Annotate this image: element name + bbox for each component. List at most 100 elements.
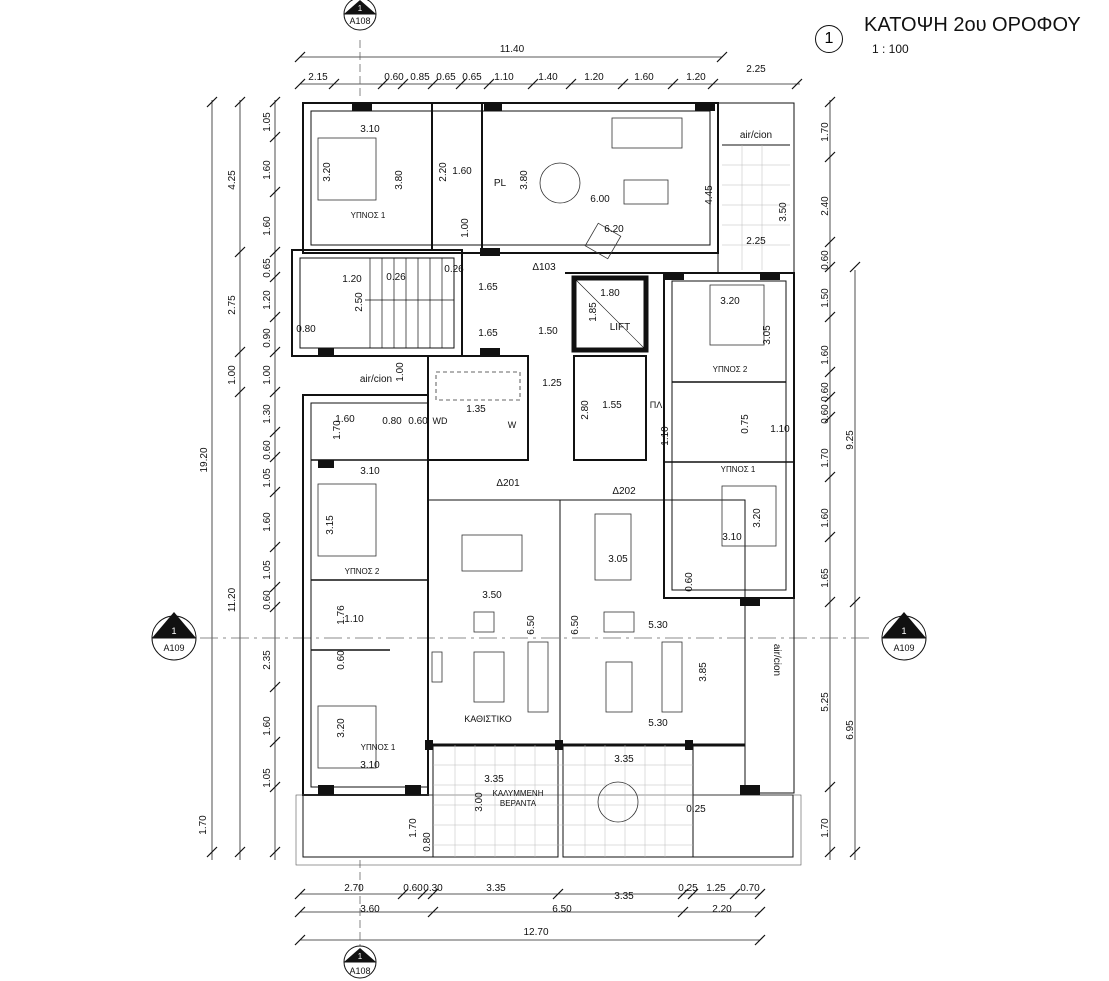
left-group-dim: 11.20 <box>227 587 238 612</box>
left-dim: 0.65 <box>262 258 273 278</box>
bottom-dim: 0.25 <box>678 883 698 894</box>
left-overall-dim: 19.20 <box>199 447 210 472</box>
room-dim: 1.76 <box>336 605 347 625</box>
room-dim: 4.45 <box>704 185 715 205</box>
bottom-dim: 2.70 <box>344 883 364 894</box>
left-dim: 0.90 <box>262 328 273 348</box>
section-marker-bottom[interactable]: 1 A108 <box>343 945 377 979</box>
stair-dim: 2.50 <box>354 292 365 312</box>
left-dim: 1.30 <box>262 404 273 424</box>
left-dim: 1.05 <box>262 112 273 132</box>
room-dim: 3.20 <box>720 296 740 307</box>
top-dim: 1.20 <box>686 72 706 83</box>
room-dim: 3.05 <box>608 554 628 565</box>
left-dim: 1.05 <box>262 468 273 488</box>
right-dim: 2.40 <box>820 196 831 216</box>
room-dim: 0.80 <box>422 832 433 852</box>
lift-dim: 1.85 <box>588 302 599 322</box>
top-balcony-dim: 2.25 <box>746 64 766 75</box>
section-marker-top[interactable]: 1 A108 <box>343 0 377 31</box>
section-marker-left[interactable]: 1 A109 <box>151 612 197 661</box>
room-label: ΥΠΝΟΣ 2 <box>713 365 748 374</box>
section-number: 1 <box>358 952 363 961</box>
left-dim: 1.00 <box>262 365 273 385</box>
stair-dim: 0.26 <box>444 264 464 275</box>
room-dim: 1.10 <box>344 614 364 625</box>
section-ref: A109 <box>893 643 914 653</box>
room-dim: 3.20 <box>752 508 763 528</box>
room-dim: 6.50 <box>526 615 537 635</box>
left-group-dim: 2.75 <box>227 295 238 315</box>
room-dim: 0.60 <box>684 572 695 592</box>
bottom-overall-dim: 12.70 <box>523 927 548 938</box>
room-dim: 1.70 <box>408 818 419 838</box>
room-label: ΠΛ <box>650 400 663 410</box>
room-label: ΥΠΝΟΣ 2 <box>345 567 380 576</box>
stair-dim: 1.65 <box>478 282 498 293</box>
left-dim: 1.05 <box>262 768 273 788</box>
columns <box>318 103 780 795</box>
room-dim: 1.00 <box>395 362 406 382</box>
room-label: ΒΕΡΑΝΤΑ <box>500 799 537 808</box>
section-ref: A108 <box>349 16 370 26</box>
section-number: 1 <box>171 626 176 636</box>
room-dim: 1.60 <box>335 414 355 425</box>
left-dim: 2.35 <box>262 650 273 670</box>
room-dim: 2.20 <box>438 162 449 182</box>
left-group-dim: 1.00 <box>227 365 238 385</box>
bottom-dimensions: 2.70 0.60 0.30 3.35 3.35 0.25 1.25 0.70 … <box>344 883 760 938</box>
lift-label: LIFT <box>610 322 631 333</box>
bottom-dim: 3.35 <box>614 891 634 902</box>
title-number-badge: 1 <box>815 25 843 53</box>
top-dim: 1.10 <box>494 72 514 83</box>
room-label: ΚΑΘΙΣΤΙΚΟ <box>464 714 512 724</box>
stair-dim: 0.80 <box>296 324 316 335</box>
room-dim: 3.80 <box>394 170 405 190</box>
room-dim: 3.50 <box>778 202 789 222</box>
bottom-dim: 0.30 <box>423 883 443 894</box>
room-dim: 1.35 <box>466 404 486 415</box>
room-dim: 3.50 <box>482 590 502 601</box>
room-dim: 6.50 <box>570 615 581 635</box>
room-dim: 0.60 <box>408 416 428 427</box>
room-dim: 5.30 <box>648 620 668 631</box>
left-dim: 1.60 <box>262 216 273 236</box>
bottom-group-dim: 3.60 <box>360 904 380 915</box>
room-dim: 2.25 <box>746 236 766 247</box>
top-dim: 0.60 <box>384 72 404 83</box>
room-dim: 0.75 <box>740 414 751 434</box>
room-label: ΚΑΛΥΜΜΕΝΗ <box>493 789 544 798</box>
right-dim: 1.60 <box>820 345 831 365</box>
top-dim: 1.60 <box>634 72 654 83</box>
right-group-dim: 6.95 <box>845 720 856 740</box>
top-dim: 0.65 <box>436 72 456 83</box>
room-label: air/cion <box>360 374 392 385</box>
left-dim: 1.60 <box>262 716 273 736</box>
left-dim: 1.20 <box>262 290 273 310</box>
room-label: WD <box>433 416 448 426</box>
room-dim: 5.30 <box>648 718 668 729</box>
section-number: 1 <box>901 626 906 636</box>
section-marker-right[interactable]: 1 A109 <box>881 612 927 661</box>
bottom-group-dim: 6.50 <box>552 904 572 915</box>
lift-dim: 1.80 <box>600 288 620 299</box>
stair-dim: 1.65 <box>478 328 498 339</box>
top-dim: 0.65 <box>462 72 482 83</box>
right-group-dim: 9.25 <box>845 430 856 450</box>
right-dim: 0.60 <box>820 404 831 424</box>
room-dim: 3.10 <box>360 124 380 135</box>
room-dim: 2.80 <box>580 400 591 420</box>
door-tag: Δ202 <box>612 486 636 497</box>
section-ref: A108 <box>349 966 370 976</box>
room-dim: 1.55 <box>602 400 622 411</box>
room-dim: 3.10 <box>722 532 742 543</box>
bottom-dim: 1.25 <box>706 883 726 894</box>
stair-dim: 1.50 <box>538 326 558 337</box>
right-dim: 0.60 <box>820 250 831 270</box>
room-dim: 1.70 <box>332 420 343 440</box>
right-dim: 0.60 <box>820 382 831 402</box>
room-dim: 3.05 <box>762 325 773 345</box>
room-dim: 3.35 <box>484 774 504 785</box>
room-dim: 3.80 <box>519 170 530 190</box>
